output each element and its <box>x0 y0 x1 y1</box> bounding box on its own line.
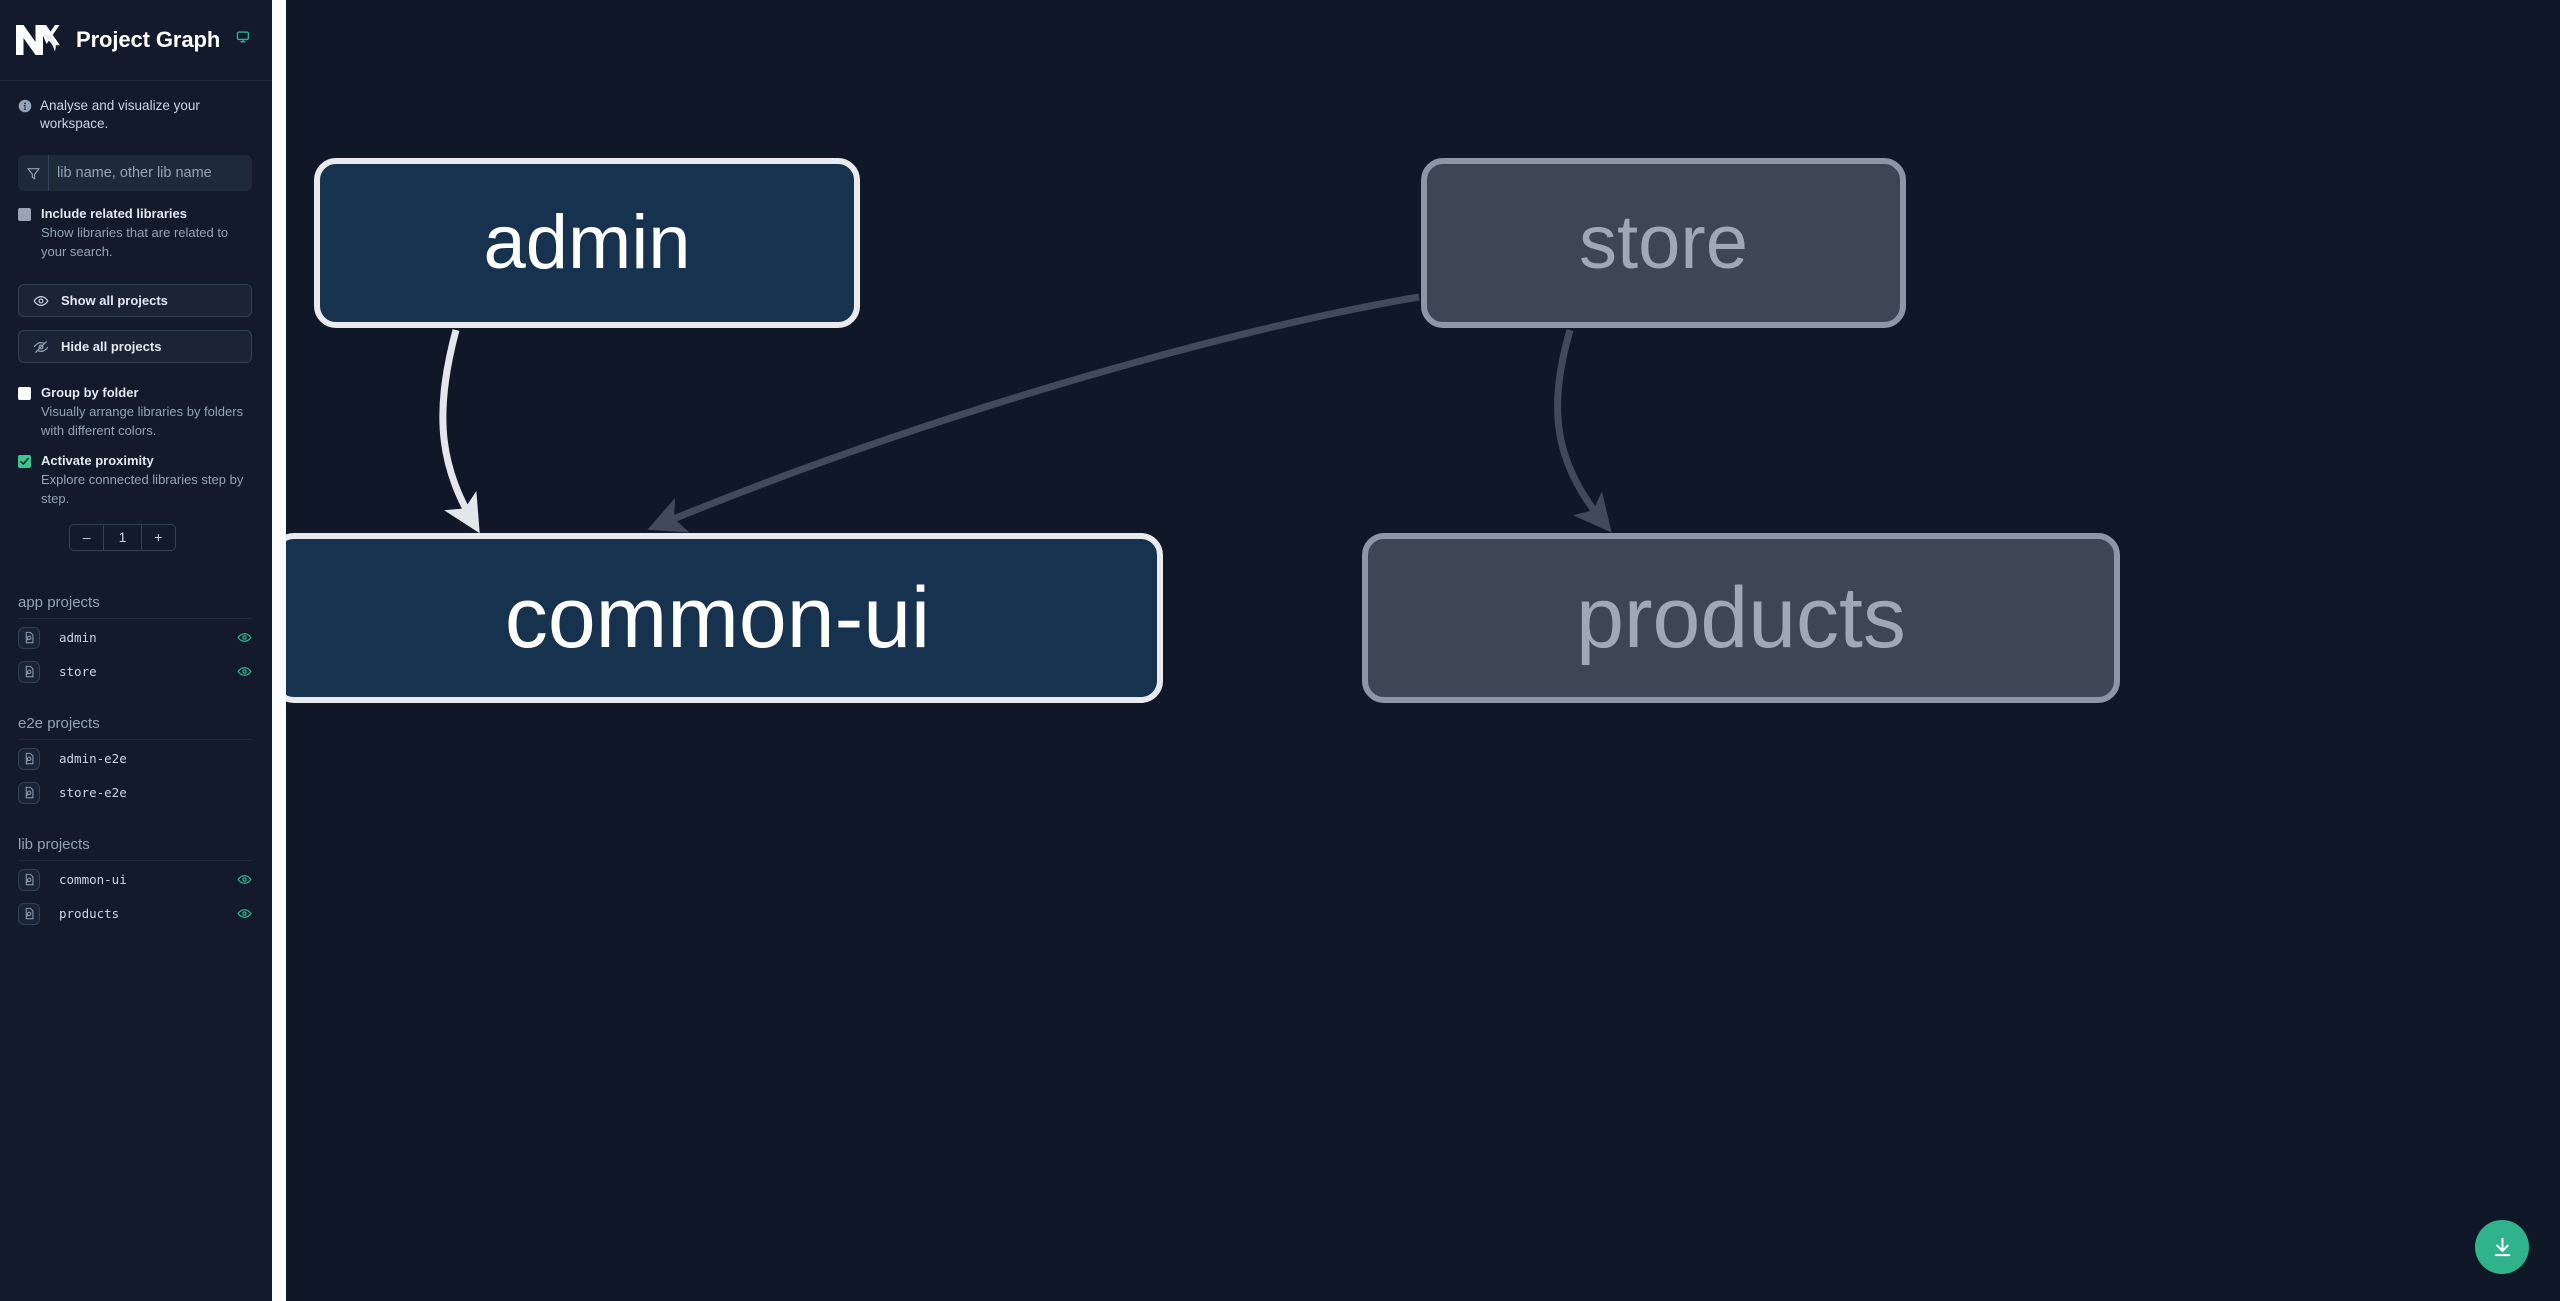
project-file-icon[interactable] <box>18 626 40 649</box>
project-name: admin-e2e <box>59 751 127 766</box>
nx-logo <box>14 19 60 61</box>
visibility-eye-icon[interactable] <box>237 872 252 887</box>
project-file-icon[interactable] <box>18 902 40 925</box>
graph-node-admin[interactable]: admin <box>314 158 860 328</box>
graph-node-products[interactable]: products <box>1362 533 2120 703</box>
show-all-projects-label: Show all projects <box>61 293 168 309</box>
project-group-app: app projects admin <box>18 594 252 689</box>
show-all-projects-button[interactable]: Show all projects <box>18 284 252 318</box>
visibility-eye-icon[interactable] <box>237 630 252 645</box>
tagline-text: Analyse and visualize your workspace. <box>40 98 200 132</box>
sidebar-scrollbar[interactable] <box>272 0 286 1301</box>
edge-admin-to-common-ui <box>439 329 480 534</box>
info-icon <box>18 99 32 113</box>
graph-node-store[interactable]: store <box>1421 158 1906 328</box>
option-desc: Visually arrange libraries by folders wi… <box>41 404 244 438</box>
visibility-eye-icon[interactable] <box>237 906 252 921</box>
eye-icon <box>33 293 49 309</box>
project-name: products <box>59 906 120 921</box>
project-group-lib: lib projects common-ui <box>18 836 252 931</box>
search-field[interactable] <box>18 155 252 192</box>
sidebar: Project Graph Analyse and visualize your… <box>0 0 272 1301</box>
option-title: Activate proximity <box>41 452 154 468</box>
project-row-store[interactable]: store <box>18 655 252 689</box>
eye-off-icon <box>33 339 49 355</box>
visibility-eye-icon[interactable] <box>237 664 252 679</box>
checkbox-group-by-folder[interactable] <box>18 387 31 401</box>
sidebar-header: Project Graph <box>0 0 272 81</box>
checkbox-include-related-libraries[interactable] <box>18 208 31 222</box>
graph-canvas[interactable]: admin store common-ui products <box>272 0 2560 1301</box>
project-name: store-e2e <box>59 785 127 800</box>
search-input[interactable] <box>49 155 252 192</box>
download-icon <box>2491 1236 2514 1259</box>
group-label: e2e projects <box>18 715 252 740</box>
option-title: Group by folder <box>41 385 139 401</box>
edge-store-to-products <box>1554 329 1612 533</box>
hide-all-projects-button[interactable]: Hide all projects <box>18 330 252 364</box>
project-row-admin-e2e[interactable]: admin-e2e <box>18 742 252 776</box>
project-name: store <box>59 664 97 679</box>
tagline: Analyse and visualize your workspace. <box>0 81 272 137</box>
graph-node-label: store <box>1579 200 1748 285</box>
project-name: common-ui <box>59 872 127 887</box>
group-label: app projects <box>18 594 252 619</box>
project-group-e2e: e2e projects admin-e2e <box>18 715 252 810</box>
proximity-stepper[interactable]: – 1 + <box>69 523 176 551</box>
option-include-related-libraries[interactable]: Include related libraries Show libraries… <box>18 205 252 262</box>
option-activate-proximity[interactable]: Activate proximity Explore connected lib… <box>18 452 252 509</box>
project-file-icon[interactable] <box>18 868 40 891</box>
option-desc: Show libraries that are related to your … <box>41 225 229 260</box>
project-file-icon[interactable] <box>18 660 40 683</box>
stepper-value: 1 <box>103 524 142 550</box>
download-image-button[interactable] <box>2475 1220 2529 1274</box>
graph-node-label: admin <box>483 200 691 285</box>
sidebar-body: Include related libraries Show libraries… <box>0 155 272 930</box>
graph-node-common-ui[interactable]: common-ui <box>272 533 1163 703</box>
project-row-products[interactable]: products <box>18 897 252 931</box>
stepper-increment-button[interactable]: + <box>154 529 163 545</box>
hide-all-projects-label: Hide all projects <box>61 339 162 355</box>
checkbox-activate-proximity[interactable] <box>18 454 31 468</box>
monitor-icon[interactable] <box>236 30 250 50</box>
project-row-store-e2e[interactable]: store-e2e <box>18 776 252 810</box>
stepper-decrement-button[interactable]: – <box>82 529 91 545</box>
option-group-by-folder[interactable]: Group by folder Visually arrange librari… <box>18 384 252 441</box>
filter-icon <box>18 155 49 192</box>
group-label: lib projects <box>18 836 252 861</box>
graph-node-label: common-ui <box>504 570 931 666</box>
project-file-icon[interactable] <box>18 781 40 804</box>
project-name: admin <box>59 630 97 645</box>
option-title: Include related libraries <box>41 206 187 222</box>
project-file-icon[interactable] <box>18 747 40 770</box>
graph-edges <box>439 293 1612 534</box>
edge-store-to-common-ui <box>647 293 1420 533</box>
page-title: Project Graph <box>76 27 221 52</box>
project-row-admin[interactable]: admin <box>18 621 252 655</box>
graph-node-label: products <box>1576 570 1906 666</box>
option-desc: Explore connected libraries step by step… <box>41 471 244 506</box>
project-row-common-ui[interactable]: common-ui <box>18 863 252 897</box>
